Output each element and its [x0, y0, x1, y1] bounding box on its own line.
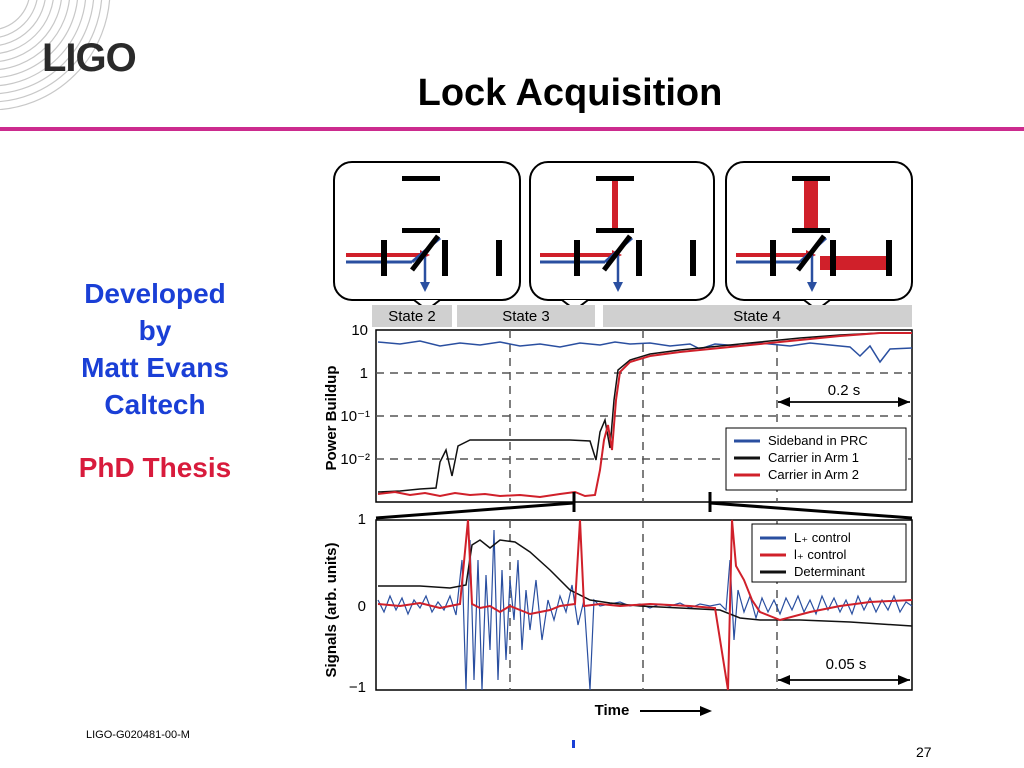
bottom-ytick-1: 1 [358, 511, 366, 528]
top-legend-item-3: Carrier in Arm 2 [768, 467, 859, 482]
ligo-logo: LIGO [0, 0, 170, 111]
state-bar-4 [603, 305, 912, 327]
credit-line-developed: Developed [84, 278, 226, 309]
top-scale-label: 0.2 s [828, 382, 861, 399]
bottom-scale-label: 0.05 s [826, 656, 867, 673]
bottom-ytick-3: −1 [349, 679, 366, 696]
state-bar-2 [372, 305, 452, 327]
zoom-connector [375, 492, 913, 520]
bottom-legend-item-3: Determinant [794, 564, 865, 579]
state-label-2: State 2 [388, 308, 436, 325]
top-ylabel: Power Buildup [323, 366, 340, 471]
state-label-3: State 3 [502, 308, 550, 325]
footer-mark [572, 740, 575, 748]
state-3-diagram [529, 161, 715, 312]
state-4-diagram [725, 161, 913, 312]
bottom-ylabel: Signals (arb. units) [323, 542, 340, 677]
top-ytick-3: 10⁻¹ [340, 408, 370, 425]
logo-text: LIGO [42, 36, 137, 80]
page-number: 27 [916, 744, 932, 760]
top-ytick-4: 10⁻² [340, 451, 370, 468]
top-legend-item-1: Sideband in PRC [768, 433, 868, 448]
state-label-4: State 4 [733, 308, 781, 325]
credit-line-author: Matt Evans [81, 352, 229, 383]
bottom-ytick-2: 0 [358, 598, 366, 615]
bottom-legend-item-1: L₊ control [794, 530, 851, 545]
bottom-legend-item-2: l₊ control [794, 547, 846, 562]
top-ytick-2: 1 [360, 365, 368, 382]
top-legend-item-2: Carrier in Arm 1 [768, 450, 859, 465]
credit-line-by: by [138, 315, 172, 346]
credit-line-institution: Caltech [104, 389, 206, 420]
title-divider [0, 127, 1024, 131]
credit-line-thesis: PhD Thesis [78, 452, 232, 483]
document-id: LIGO-G020481-00-M [86, 729, 190, 741]
power-buildup-plot: 0.2 s Sideband in PRC Carrier in Arm 1 C… [323, 322, 913, 503]
time-arrow-icon [700, 706, 712, 716]
top-ytick-1: 10 [351, 322, 368, 339]
signals-plot: 0.05 s L₊ control l₊ control Determinant… [323, 511, 913, 719]
state-bar-3 [457, 305, 595, 327]
state-2-diagram [333, 161, 521, 312]
page-title: Lock Acquisition [417, 72, 723, 114]
bottom-xlabel: Time [595, 702, 630, 719]
credits-block: Developed by Matt Evans Caltech PhD Thes… [40, 275, 270, 486]
lock-acquisition-figure: State 2 State 3 State 4 0.2 s Sideband i… [323, 161, 913, 719]
